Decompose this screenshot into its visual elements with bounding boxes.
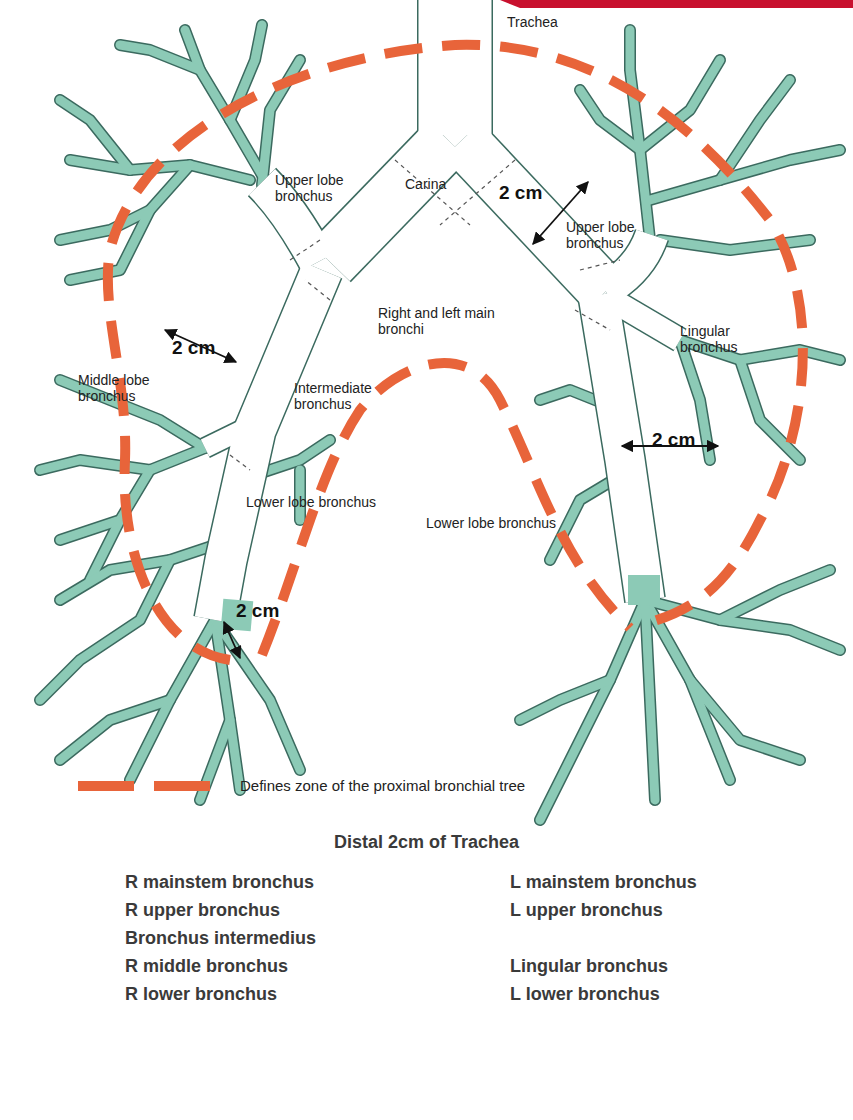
list-item: Lingular bronchus (510, 956, 668, 976)
heading: Distal 2cm of Trachea (334, 832, 519, 852)
list-item: R middle bronchus (125, 956, 288, 976)
dimension: 2 cm (652, 430, 695, 450)
list-item: R mainstem bronchus (125, 872, 314, 892)
part-name: Lingular bronchus (680, 323, 750, 355)
list-item: L upper bronchus (510, 900, 663, 920)
list-item: L lower bronchus (510, 984, 660, 1004)
list-item: R upper bronchus (125, 900, 280, 920)
part-name: Trachea (507, 14, 558, 30)
list-item: R lower bronchus (125, 984, 277, 1004)
list-item: L mainstem bronchus (510, 872, 697, 892)
part-name: Right and left main bronchi (378, 305, 498, 337)
part-name: Lower lobe bronchus (246, 494, 376, 510)
part-name: Upper lobe bronchus (566, 219, 656, 251)
part-name: Lower lobe bronchus (426, 515, 556, 531)
part-name: Carina (405, 176, 446, 192)
dimension: 2 cm (499, 183, 542, 203)
list-item: Bronchus intermedius (125, 928, 316, 948)
part-name: Middle lobe bronchus (78, 372, 158, 404)
part-name: Intermediate bronchus (294, 380, 384, 412)
part-name: Upper lobe bronchus (275, 172, 345, 204)
dimension: 2 cm (172, 338, 215, 358)
legend-text: Defines zone of the proximal bronchial t… (240, 777, 525, 795)
dimension: 2 cm (236, 601, 279, 621)
